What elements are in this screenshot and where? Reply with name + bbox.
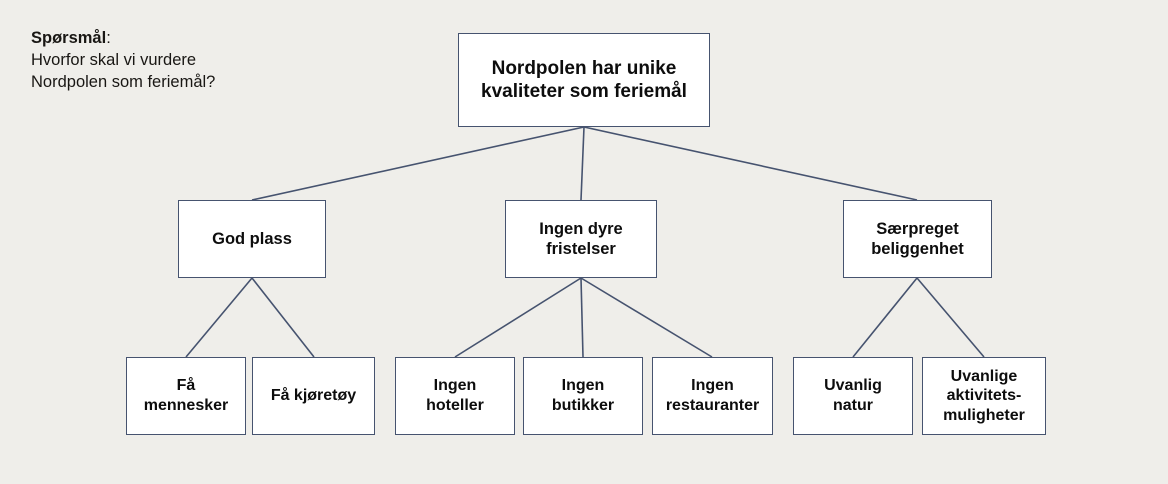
node-root[interactable]: Nordpolen har unike kvaliteter som ferie… (458, 33, 710, 127)
question-heading: Spørsmål: (31, 28, 221, 50)
node-branch-1-label: God plass (212, 229, 292, 248)
node-branch-2-label: Ingen dyre fristelser (539, 219, 623, 258)
node-branch-3[interactable]: Særpreget beliggenhet (843, 200, 992, 278)
node-branch-1[interactable]: God plass (178, 200, 326, 278)
connector-root-to-branch-2 (580, 126, 585, 201)
node-leaf-2-3-label: Ingen restauranter (665, 377, 760, 414)
connector-root-to-branch-1 (251, 126, 585, 201)
connector-branch-2-to-leaf-2-1 (454, 277, 582, 358)
connector-branch-1-to-leaf-1-2 (251, 277, 315, 358)
node-leaf-3-1[interactable]: Uvanlig natur (793, 357, 913, 435)
connector-branch-1-to-leaf-1-1 (185, 277, 253, 358)
node-leaf-1-1-label: Få mennesker (143, 377, 229, 414)
connector-branch-3-to-leaf-3-1 (852, 277, 918, 358)
node-leaf-3-1-label: Uvanlig natur (824, 377, 882, 414)
question-text: Hvorfor skal vi vurdere Nordpolen som fe… (31, 50, 216, 91)
node-leaf-1-2[interactable]: Få kjøretøy (252, 357, 375, 435)
node-branch-3-label: Særpreget beliggenhet (871, 219, 964, 258)
node-leaf-3-2[interactable]: Uvanlige aktivitets- muligheter (922, 357, 1046, 435)
node-leaf-2-1[interactable]: Ingen hoteller (395, 357, 515, 435)
node-leaf-2-2-label: Ingen butikker (551, 377, 615, 414)
connector-branch-3-to-leaf-3-2 (916, 277, 985, 358)
node-leaf-1-2-label: Få kjøretøy (270, 387, 357, 405)
node-leaf-2-2[interactable]: Ingen butikker (523, 357, 643, 435)
question-separator: : (106, 29, 111, 47)
node-root-label: Nordpolen har unike kvaliteter som ferie… (481, 57, 687, 102)
connector-branch-2-to-leaf-2-2 (580, 277, 584, 358)
node-branch-2[interactable]: Ingen dyre fristelser (505, 200, 657, 278)
node-leaf-3-2-label: Uvanlige aktivitets- muligheter (943, 367, 1025, 424)
connector-root-to-branch-3 (583, 126, 918, 201)
question-block: Spørsmål: Hvorfor skal vi vurdere Nordpo… (31, 28, 221, 94)
connector-branch-2-to-leaf-2-3 (580, 277, 713, 358)
node-leaf-2-1-label: Ingen hoteller (426, 377, 484, 414)
node-leaf-2-3[interactable]: Ingen restauranter (652, 357, 773, 435)
question-label: Spørsmål (31, 29, 107, 47)
node-leaf-1-1[interactable]: Få mennesker (126, 357, 246, 435)
